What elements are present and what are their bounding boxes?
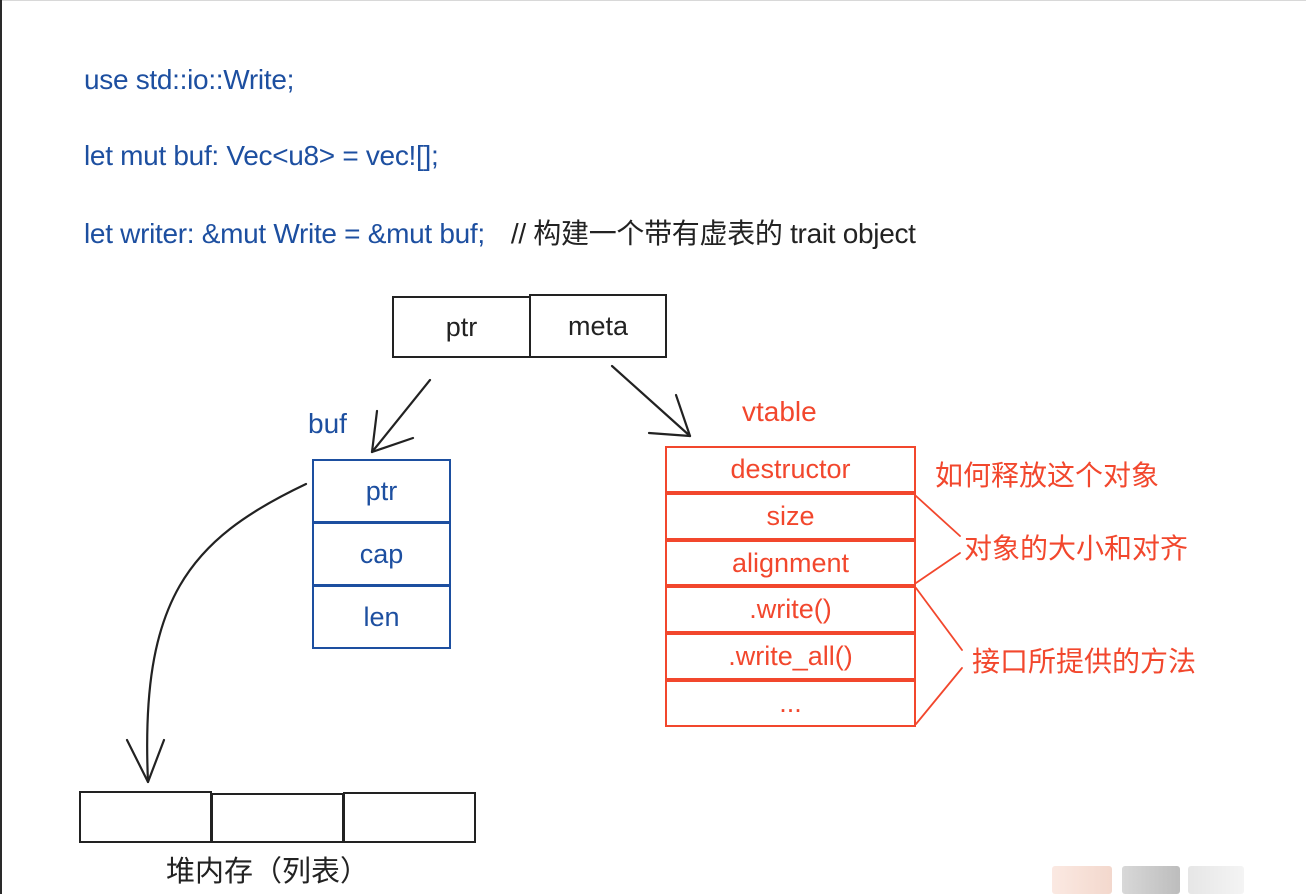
blurred-watermark [1052,866,1112,894]
fat-pointer-ptr: ptr [392,296,531,358]
fat-pointer-ptr-label: ptr [445,311,478,342]
heap-cell [79,791,212,843]
annotation-destructor: 如何释放这个对象 [935,460,1160,491]
buf-field-label: cap [359,538,404,569]
code-line-use: use std::io::Write; [84,64,294,96]
buf-field-ptr: ptr [312,459,451,523]
arrow-meta-to-vtable [610,364,692,438]
vtable-entry-write-all: .write_all() [665,633,916,680]
buf-label: buf [308,408,347,439]
vtable-entry-label: alignment [731,547,850,578]
vtable-entry-destructor: destructor [665,446,916,493]
blurred-watermark [1122,866,1180,894]
heap-label: 堆内存（列表） [166,856,370,888]
fat-pointer-meta-label: meta [567,310,629,341]
arrow-ptr-to-buf [370,378,432,454]
arrow-buf-to-heap-head [125,738,166,784]
code-text: let writer: &mut Write = &mut buf; [84,218,485,249]
heap-cell [211,793,344,843]
code-comment: // 构建一个带有虚表的 trait object [510,218,916,249]
brace-methods-top [915,587,963,651]
fat-pointer-meta: meta [529,294,667,358]
code-text: use std::io::Write; [84,64,295,95]
vtable-entry-ellipsis: ... [665,680,916,727]
arrow-buf-to-heap [146,482,308,784]
left-border [0,0,2,894]
vtable-entry-label: size [766,501,815,531]
vtable-entry-label: ... [779,688,802,718]
buf-field-label: ptr [365,475,398,506]
heap-cell [343,792,476,843]
annotation-size-align: 对象的大小和对齐 [964,533,1189,564]
arrow-ptr-to-buf-head [370,409,415,454]
vtable-entry-alignment: alignment [665,540,916,586]
buf-field-cap: cap [312,522,451,586]
vtable-entry-write: .write() [665,586,916,633]
brace-size-align-bottom [915,552,961,584]
vtable-entry-label: destructor [730,454,851,484]
code-line-writer: let writer: &mut Write = &mut buf; // 构建一… [84,212,916,252]
vtable-entry-size: size [665,493,916,540]
annotation-methods: 接口所提供的方法 [972,646,1197,677]
code-line-buf: let mut buf: Vec<u8> = vec![]; [84,140,439,172]
buf-field-label: len [363,601,400,632]
top-border [0,0,1306,1]
code-text: let mut buf: Vec<u8> = vec![]; [84,140,439,171]
arrow-meta-to-vtable-head [647,393,692,438]
vtable-label: vtable [742,396,817,427]
vtable-entry-label: .write() [749,594,832,624]
buf-field-len: len [312,585,451,649]
brace-size-align-top [915,495,961,537]
blurred-watermark [1188,866,1244,894]
vtable-entry-label: .write_all() [728,641,853,671]
brace-methods-bottom [915,667,963,725]
